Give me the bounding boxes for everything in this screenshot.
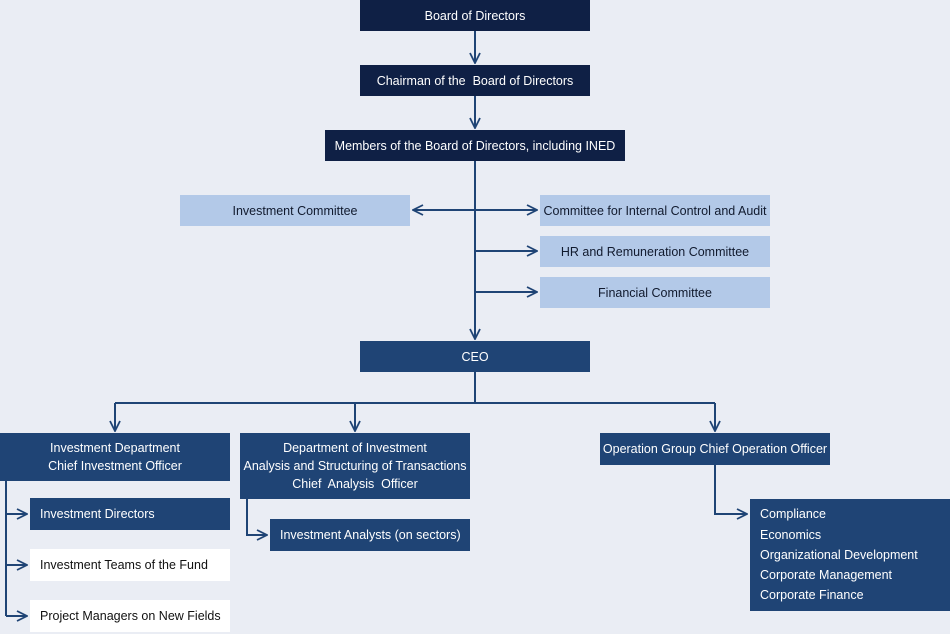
arrow-investment-analysts bbox=[246, 499, 267, 535]
investment-directors-label: Investment Directors bbox=[40, 507, 155, 521]
investment-analysts-label: Investment Analysts (on sectors) bbox=[280, 528, 461, 542]
function-compliance: Compliance bbox=[760, 507, 827, 522]
operation-group-label: Operation Group Chief Operation Officer bbox=[602, 442, 828, 456]
ceo-box: CEO bbox=[360, 341, 590, 372]
chairman-box: Chairman of the Board of Directors bbox=[360, 65, 590, 96]
function-corporate-finance: Corporate Finance bbox=[760, 588, 864, 603]
analysis-department-line1: Department of Investment bbox=[283, 441, 427, 455]
hr-committee-label: HR and Remuneration Committee bbox=[560, 244, 750, 259]
analysis-department-box: Department of Investment Analysis and St… bbox=[240, 433, 470, 499]
investment-committee-box: Investment Committee bbox=[180, 195, 410, 226]
investment-directors-box: Investment Directors bbox=[30, 498, 230, 530]
project-managers-box: Project Managers on New Fields bbox=[30, 600, 230, 632]
investment-department-title: Investment Department bbox=[50, 441, 180, 455]
chief-analysis-officer-label: Chief Analysis Officer bbox=[292, 477, 418, 491]
investment-analysts-box: Investment Analysts (on sectors) bbox=[270, 519, 470, 551]
operation-functions-box: Compliance Economics Organizational Deve… bbox=[750, 499, 950, 611]
board-of-directors-box: Board of Directors bbox=[360, 0, 590, 31]
investment-department-box: Investment Department Chief Investment O… bbox=[0, 433, 230, 481]
financial-committee-label: Financial Committee bbox=[598, 285, 712, 300]
function-organizational-development: Organizational Development bbox=[760, 547, 918, 562]
investment-teams-label: Investment Teams of the Fund bbox=[40, 558, 208, 572]
project-managers-label: Project Managers on New Fields bbox=[40, 609, 221, 623]
board-members-box: Members of the Board of Directors, inclu… bbox=[325, 130, 625, 161]
financial-committee-box: Financial Committee bbox=[540, 277, 770, 308]
operation-group-box: Operation Group Chief Operation Officer bbox=[600, 433, 830, 465]
ceo-label: CEO bbox=[461, 349, 489, 364]
function-economics: Economics bbox=[760, 527, 822, 542]
function-corporate-management: Corporate Management bbox=[760, 568, 893, 583]
board-members-label: Members of the Board of Directors, inclu… bbox=[334, 138, 616, 153]
chairman-label: Chairman of the Board of Directors bbox=[376, 73, 574, 88]
board-of-directors-label: Board of Directors bbox=[424, 8, 526, 23]
investment-teams-box: Investment Teams of the Fund bbox=[30, 549, 230, 581]
arrow-operation-functions bbox=[714, 465, 747, 514]
investment-committee-label: Investment Committee bbox=[232, 203, 358, 218]
internal-control-committee-label: Committee for Internal Control and Audit bbox=[543, 203, 767, 218]
internal-control-committee-box: Committee for Internal Control and Audit bbox=[540, 195, 770, 226]
hr-committee-box: HR and Remuneration Committee bbox=[540, 236, 770, 267]
chief-investment-officer-label: Chief Investment Officer bbox=[48, 459, 182, 473]
analysis-department-line2: Analysis and Structuring of Transactions bbox=[243, 459, 467, 473]
